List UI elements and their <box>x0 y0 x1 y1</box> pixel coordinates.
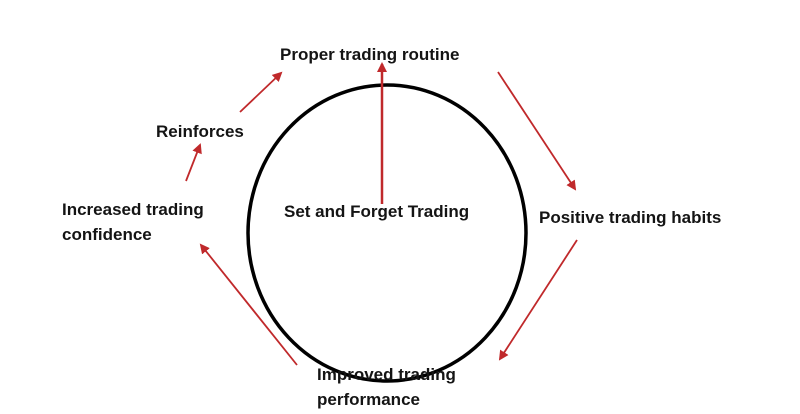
top-label-proper-trading-routine: Proper trading routine <box>280 45 460 64</box>
left-to-reinforces-arrow <box>185 143 202 182</box>
top-to-right-arrow <box>497 71 577 191</box>
bottom-label-improved-trading-performance: Improved trading performance <box>317 365 456 409</box>
upper-left-label-reinforces: Reinforces <box>156 122 244 141</box>
cycle-circle <box>246 83 528 383</box>
bottom-to-left-arrow <box>199 243 298 366</box>
reinforces-to-top-arrow <box>239 71 283 113</box>
right-to-bottom-arrow <box>498 239 578 361</box>
center-label-set-and-forget: Set and Forget Trading <box>284 202 470 221</box>
left-label-increased-trading-confidence: Increased trading confidence <box>62 200 204 244</box>
right-label-positive-trading-habits: Positive trading habits <box>539 208 722 227</box>
